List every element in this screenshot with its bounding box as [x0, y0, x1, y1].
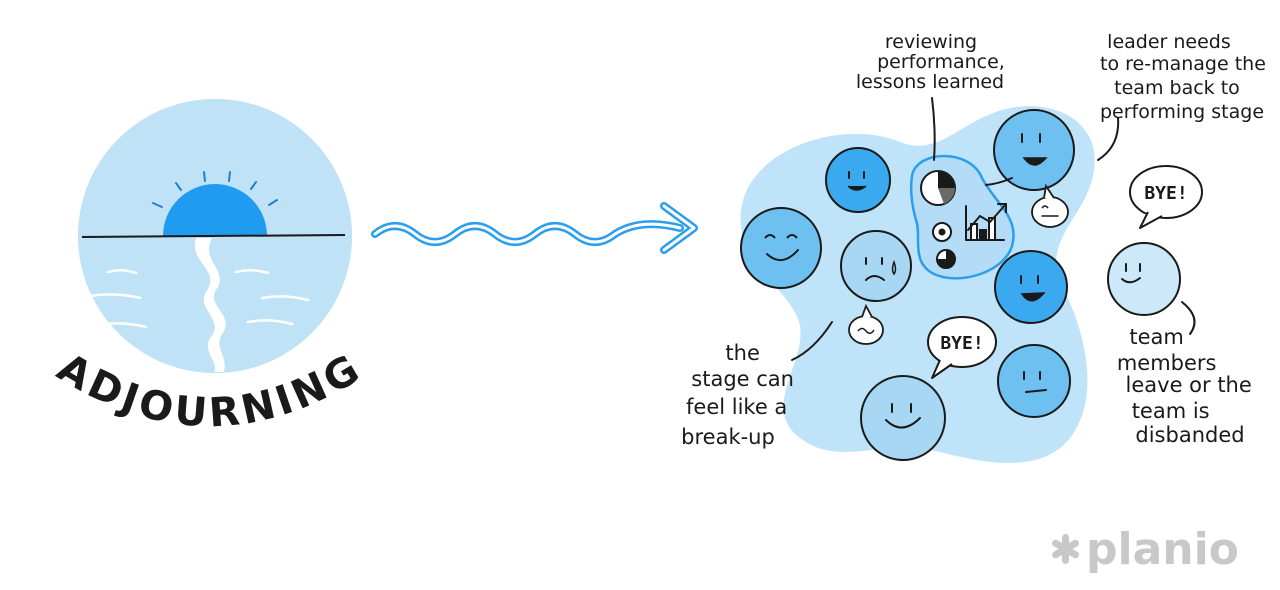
face-left-happy	[740, 207, 822, 289]
squiggle-arrow	[371, 202, 698, 254]
bye-left-text: BYE!	[940, 333, 983, 354]
bar-chart-icon	[965, 203, 1007, 241]
face-bottom-smile	[860, 375, 946, 461]
face-bottom-right-neutral	[997, 344, 1071, 418]
note-members: team members leave or the team is disban…	[1117, 325, 1259, 447]
connector-leader-face	[985, 177, 1013, 186]
note-breakup: the stage can feel like a break-up	[681, 341, 801, 449]
bye-right-text: BYE!	[1144, 183, 1187, 204]
speech-bubble-small	[1031, 183, 1069, 228]
sun-rays	[152, 171, 278, 208]
face-top-small	[825, 147, 891, 213]
brand-name: planio	[1086, 524, 1239, 575]
brand-logo: planio	[1052, 524, 1239, 575]
asterisk-icon	[1052, 534, 1079, 564]
tear-icon	[891, 259, 897, 276]
bye-bubble-right: BYE!	[1129, 165, 1203, 229]
note-leader: leader needs to re-manage the team back …	[1100, 31, 1272, 123]
connector-members	[1181, 301, 1196, 335]
face-right-mid	[994, 250, 1068, 324]
annotation-connectors	[791, 97, 1196, 361]
pie-chart-icon	[920, 170, 956, 206]
sun-icon	[163, 184, 267, 236]
connector-leader	[1097, 117, 1120, 161]
speech-bubble-small	[848, 303, 884, 345]
horizon-line	[81, 234, 346, 238]
donut-icon	[932, 222, 952, 242]
performance-review-cluster	[909, 154, 1015, 280]
connector-breakup	[791, 321, 833, 361]
connector-reviewing	[931, 97, 936, 161]
donut-icon	[936, 249, 956, 269]
water-waves	[88, 269, 310, 329]
face-top-right-laughing	[993, 109, 1075, 191]
face-leaving	[1107, 242, 1181, 316]
sunset-illustration	[78, 99, 352, 373]
bye-bubble-left: BYE!	[927, 316, 997, 379]
face-center-sad	[840, 230, 912, 302]
sun-reflection	[194, 238, 226, 372]
note-reviewing: reviewing performance, lessons learned	[856, 31, 1011, 93]
